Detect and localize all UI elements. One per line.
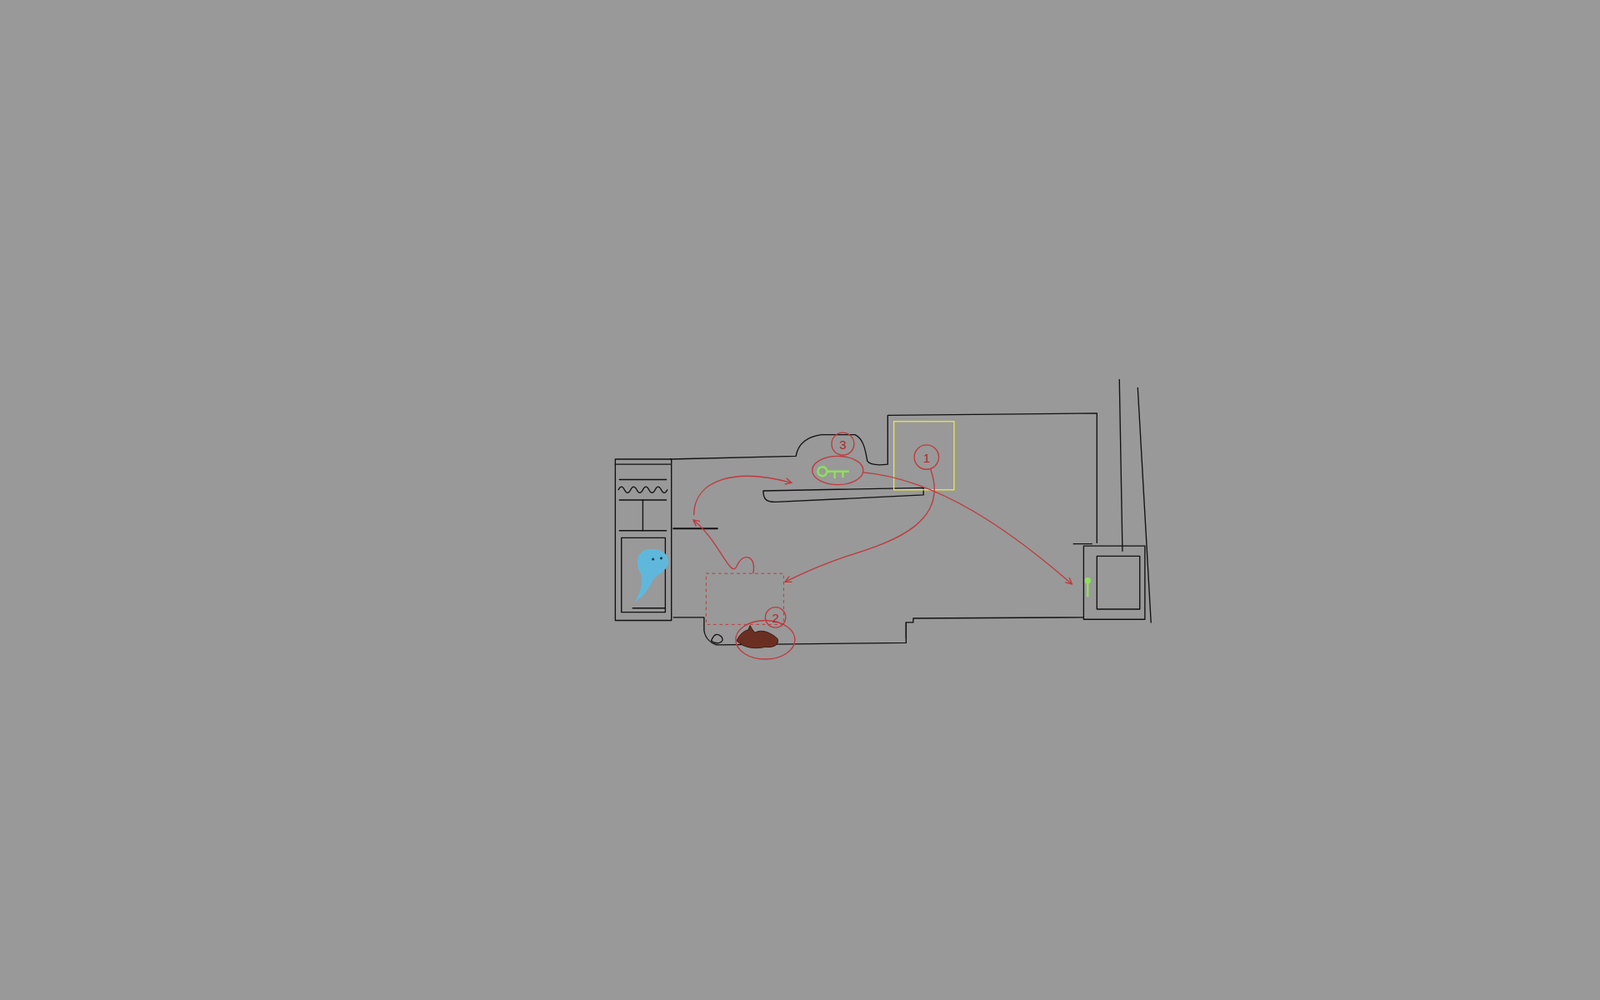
callout-number: 1 [923,450,930,464]
callout-number: 2 [771,610,779,624]
key-bit [826,471,850,480]
path-arrow [694,520,755,574]
spawn-area [705,573,784,625]
creature-ear [748,625,754,631]
ghost [635,549,670,603]
cage-bar [632,607,665,609]
path-arrow [694,475,791,515]
highlight-ring [812,455,864,485]
room-wall [670,413,1097,544]
path-arrow [785,469,935,582]
ghost-eye [651,557,655,560]
ghost-eye [660,556,663,560]
small-critter [710,634,723,643]
tower-shelf [619,479,666,480]
callout-circle [914,445,939,470]
tower-shelf [619,530,666,531]
key-marker [1085,577,1091,597]
highlight-ring [735,620,795,660]
key-bow [817,466,827,476]
path-arrow [863,472,1072,584]
door-lintel [1073,543,1092,545]
callout-circle [831,432,855,455]
ledge [673,527,718,530]
room-floor [673,617,1084,645]
key-stem [1086,581,1089,597]
key-head [1085,577,1091,584]
shaft-wall [1119,380,1123,552]
exit-door [1083,545,1145,620]
tower-roof [615,463,670,465]
tower [615,459,671,620]
room-floor-right [905,622,907,638]
tower-post [642,500,644,531]
key-icon [817,466,849,479]
callout-number: 3 [839,437,846,450]
spring-coil [618,486,668,493]
creature [736,630,778,649]
trigger-zone [894,421,955,490]
door-panel [1096,555,1140,610]
